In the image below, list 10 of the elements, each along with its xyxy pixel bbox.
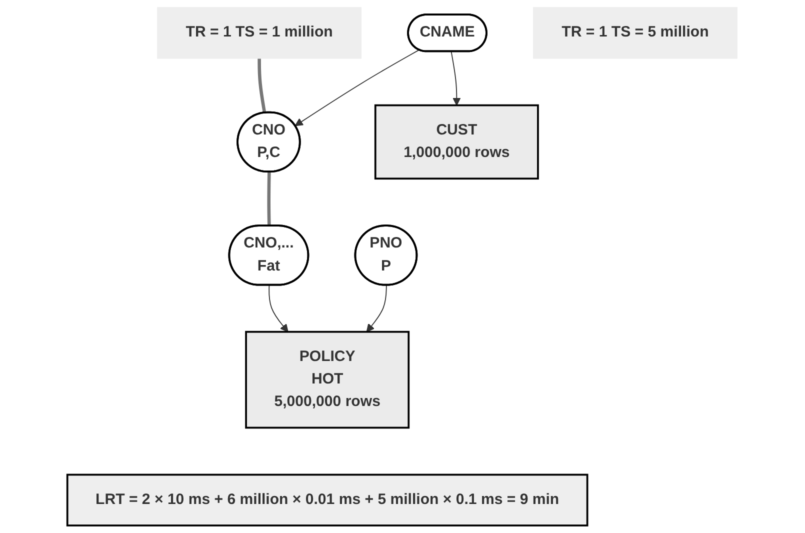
arrow <box>268 284 289 332</box>
node-box: CUST 1,000,000 rows <box>374 104 540 180</box>
node-box: POLICY HOT 5,000,000 rows <box>245 330 410 429</box>
node-box: LRT = 2 × 10 ms + 6 million × 0.01 ms + 5 million × 0.1 ms = 9 min <box>66 474 589 526</box>
arrow <box>295 49 420 126</box>
arrow <box>366 284 388 332</box>
arrow <box>451 51 462 106</box>
connector <box>258 58 267 114</box>
node-box: TR = 1 TS = 1 million <box>157 7 362 59</box>
connector <box>268 172 272 226</box>
